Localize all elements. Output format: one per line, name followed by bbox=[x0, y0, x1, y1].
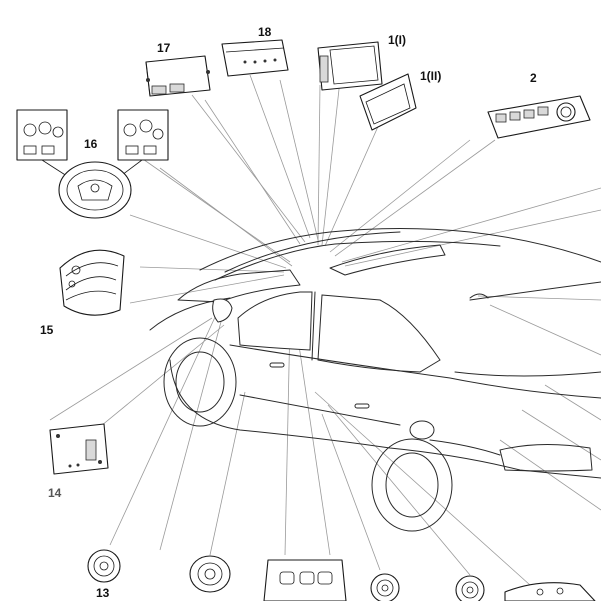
switch-module-bottom bbox=[263, 559, 347, 601]
instrument-cluster-15: 15 bbox=[40, 249, 125, 337]
leader-lines bbox=[49, 74, 601, 586]
callout-15: 15 bbox=[40, 323, 54, 337]
module-bottom-right bbox=[504, 582, 596, 601]
callout-2: 2 bbox=[530, 71, 537, 85]
callout-18: 18 bbox=[258, 25, 272, 39]
speaker-bottom-b bbox=[370, 573, 400, 601]
steering-wheel-controls-16: 16 bbox=[16, 109, 169, 219]
control-module-17: 17 bbox=[145, 41, 211, 97]
callout-1ii: 1(II) bbox=[420, 69, 441, 83]
callout-1i: 1(I) bbox=[388, 33, 406, 47]
control-module-14: 14 bbox=[48, 423, 109, 500]
switch-panel-2: 2 bbox=[487, 71, 591, 139]
infotainment-display-1i: 1(I) bbox=[317, 33, 406, 91]
callout-13: 13 bbox=[96, 586, 110, 600]
car-body bbox=[149, 228, 601, 532]
infotainment-display-1ii: 1(II) bbox=[359, 69, 441, 131]
speaker-bottom-c bbox=[455, 575, 485, 601]
speaker-bottom-a bbox=[189, 555, 231, 593]
callout-16: 16 bbox=[84, 137, 98, 151]
speaker-13: 13 bbox=[87, 549, 121, 600]
callout-14: 14 bbox=[48, 486, 62, 500]
callout-17: 17 bbox=[157, 41, 171, 55]
control-module-18: 18 bbox=[221, 25, 289, 77]
